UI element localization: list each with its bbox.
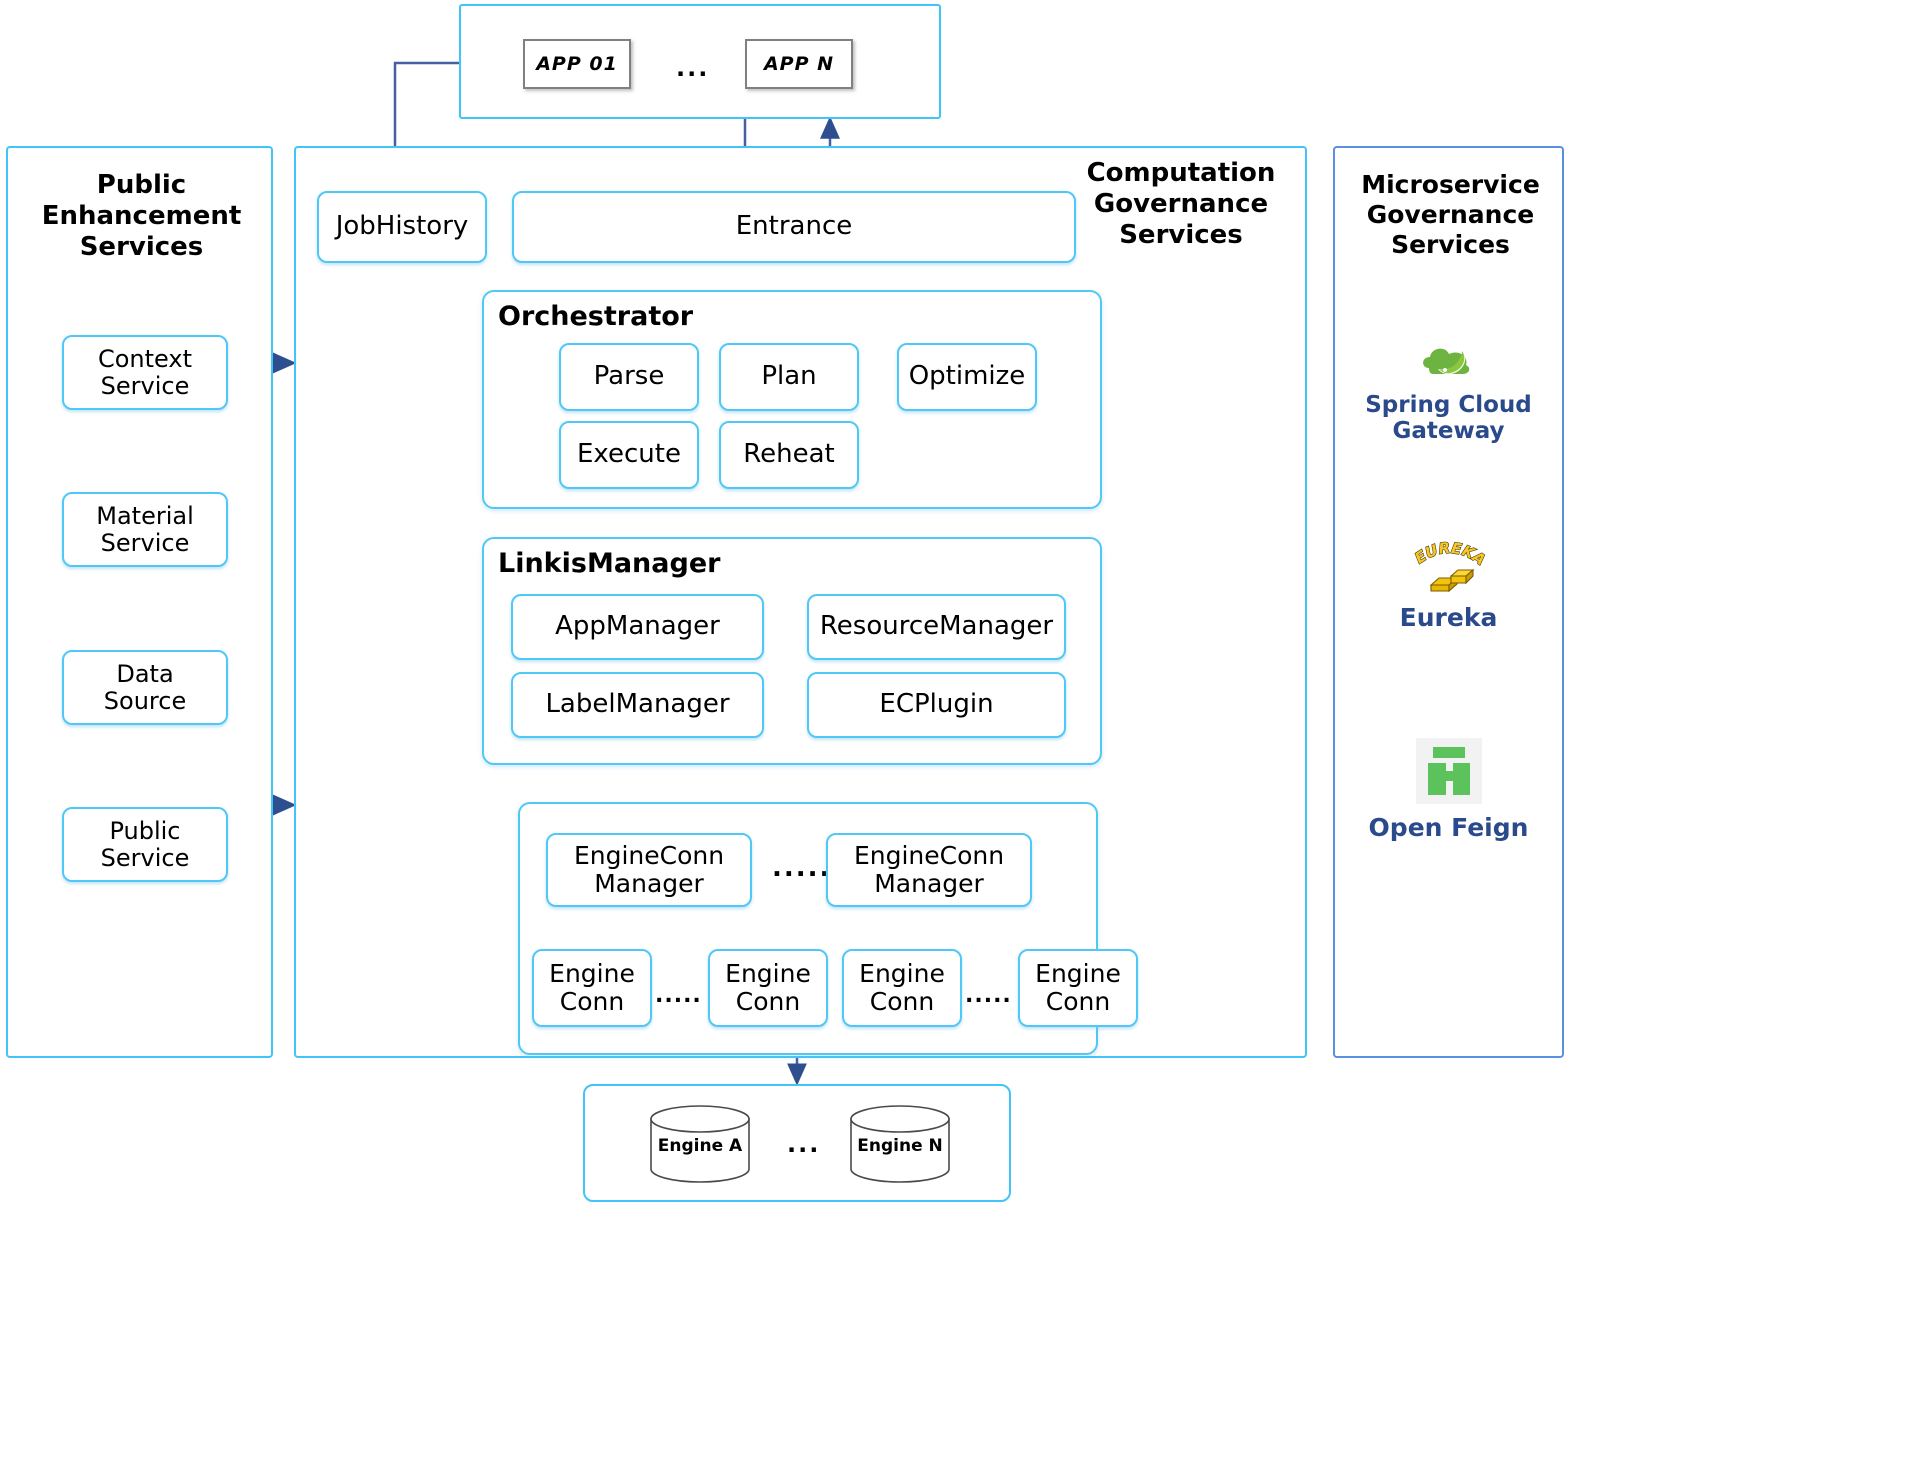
microservice-panel-title: Microservice Governance Services — [1361, 170, 1540, 259]
engine-a-label: Engine A — [657, 1136, 743, 1157]
engine-n-label: Engine N — [857, 1136, 943, 1157]
linkismanager-group: LinkisManager AppManager ResourceManager… — [482, 537, 1102, 765]
engineconn-4[interactable]: Engine Conn — [1018, 949, 1138, 1027]
material-service-box[interactable]: Material Service — [62, 492, 228, 567]
public-enhancement-services-panel: Public Enhancement Services Context Serv… — [6, 146, 273, 1058]
engineconn-ellipsis-2: ..... — [965, 983, 1012, 1008]
engineconn-1[interactable]: Engine Conn — [532, 949, 652, 1027]
context-service-box[interactable]: Context Service — [62, 335, 228, 410]
public-service-box[interactable]: Public Service — [62, 807, 228, 882]
computation-panel-title: Computation Governance Services — [1086, 158, 1276, 251]
entrance-box[interactable]: Entrance — [512, 191, 1076, 263]
engineconn-3[interactable]: Engine Conn — [842, 949, 962, 1027]
cylinder-shape-a — [650, 1105, 750, 1183]
orchestrator-group: Orchestrator Parse Plan Optimize Execute… — [482, 290, 1102, 509]
plan-box[interactable]: Plan — [719, 343, 859, 411]
computation-governance-services-panel: Computation Governance Services JobHisto… — [294, 146, 1307, 1058]
engine-n-cylinder[interactable]: Engine N — [845, 1105, 955, 1183]
jobhistory-box[interactable]: JobHistory — [317, 191, 487, 263]
app-ellipsis: ... — [676, 54, 710, 82]
data-source-box[interactable]: Data Source — [62, 650, 228, 725]
spring-cloud-gateway-caption: Spring Cloud Gateway — [1365, 392, 1532, 445]
execute-box[interactable]: Execute — [559, 421, 699, 489]
engineconn-area-group: EngineConn Manager ...... EngineConn Man… — [518, 802, 1138, 1055]
logo-open-feign: Open Feign — [1335, 738, 1562, 843]
parse-box[interactable]: Parse — [559, 343, 699, 411]
application-panel: APP 01 ... APP N — [459, 4, 941, 119]
app-box-01[interactable]: APP 01 — [523, 39, 631, 89]
engine-ellipsis: ... — [787, 1130, 821, 1158]
open-feign-caption: Open Feign — [1368, 813, 1529, 842]
logo-eureka: EUREKA Eureka — [1335, 538, 1562, 633]
engineconn-ellipsis-1: ..... — [655, 983, 702, 1008]
optimize-box[interactable]: Optimize — [897, 343, 1037, 411]
reheat-box[interactable]: Reheat — [719, 421, 859, 489]
cylinder-shape-n — [850, 1105, 950, 1183]
microservice-governance-services-panel: Microservice Governance Services Spring … — [1333, 146, 1564, 1058]
eureka-wordmark: EUREKA — [1411, 538, 1489, 569]
public-panel-title: Public Enhancement Services — [41, 170, 242, 263]
orchestrator-title: Orchestrator — [498, 301, 694, 332]
engineconn-manager-1[interactable]: EngineConn Manager — [546, 833, 752, 907]
engineconn-manager-2[interactable]: EngineConn Manager — [826, 833, 1032, 907]
eureka-caption: Eureka — [1399, 603, 1498, 632]
spring-cloud-gateway-icon — [1422, 348, 1469, 375]
linkismanager-title: LinkisManager — [498, 548, 721, 579]
app-box-n[interactable]: APP N — [745, 39, 853, 89]
engine-panel: Engine A ... Engine N — [583, 1084, 1011, 1202]
svg-text:EUREKA: EUREKA — [1411, 540, 1486, 569]
ecplugin-box[interactable]: ECPlugin — [807, 672, 1066, 738]
resourcemanager-box[interactable]: ResourceManager — [807, 594, 1066, 660]
labelmanager-box[interactable]: LabelManager — [511, 672, 764, 738]
open-feign-icon — [1415, 738, 1482, 804]
engineconn-2[interactable]: Engine Conn — [708, 949, 828, 1027]
eureka-icon: EUREKA — [1411, 538, 1489, 593]
appmanager-box[interactable]: AppManager — [511, 594, 764, 660]
logo-spring-cloud-gateway: Spring Cloud Gateway — [1335, 338, 1562, 445]
engine-a-cylinder[interactable]: Engine A — [645, 1105, 755, 1183]
